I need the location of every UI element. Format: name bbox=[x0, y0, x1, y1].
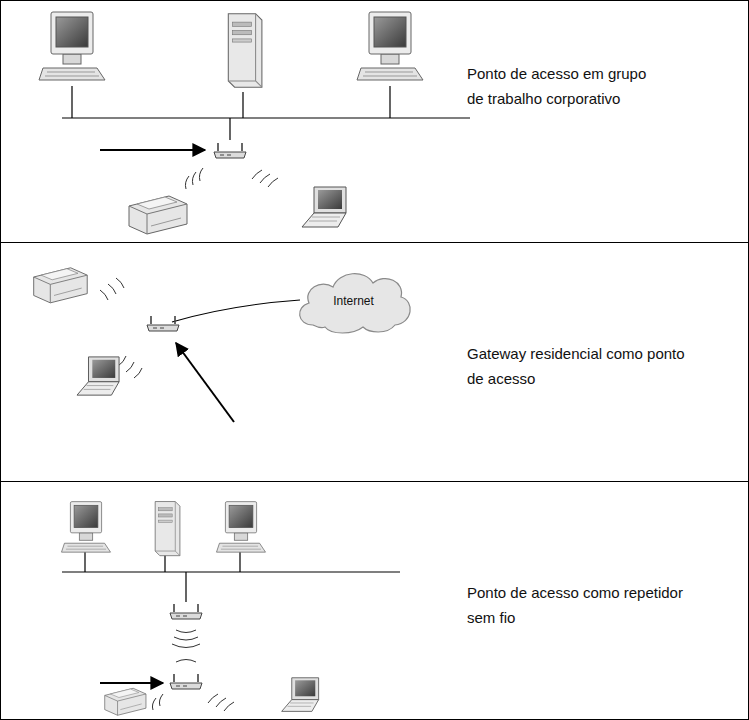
panel-caption: Gateway residencial como ponto de acesso bbox=[467, 341, 695, 391]
scenario-panel: Ponto de acesso em grupo de trabalho cor… bbox=[0, 0, 749, 243]
scenario-panel: Ponto de acesso como repetidor sem fio bbox=[0, 481, 749, 720]
panel-caption: Ponto de acesso em grupo de trabalho cor… bbox=[467, 61, 657, 111]
panel-caption: Ponto de acesso como repetidor sem fio bbox=[467, 580, 695, 630]
internet-cloud: Internet bbox=[291, 265, 416, 337]
cloud-label: Internet bbox=[333, 294, 374, 308]
scenario-panel: Gateway residencial como ponto de acesso… bbox=[0, 242, 749, 482]
